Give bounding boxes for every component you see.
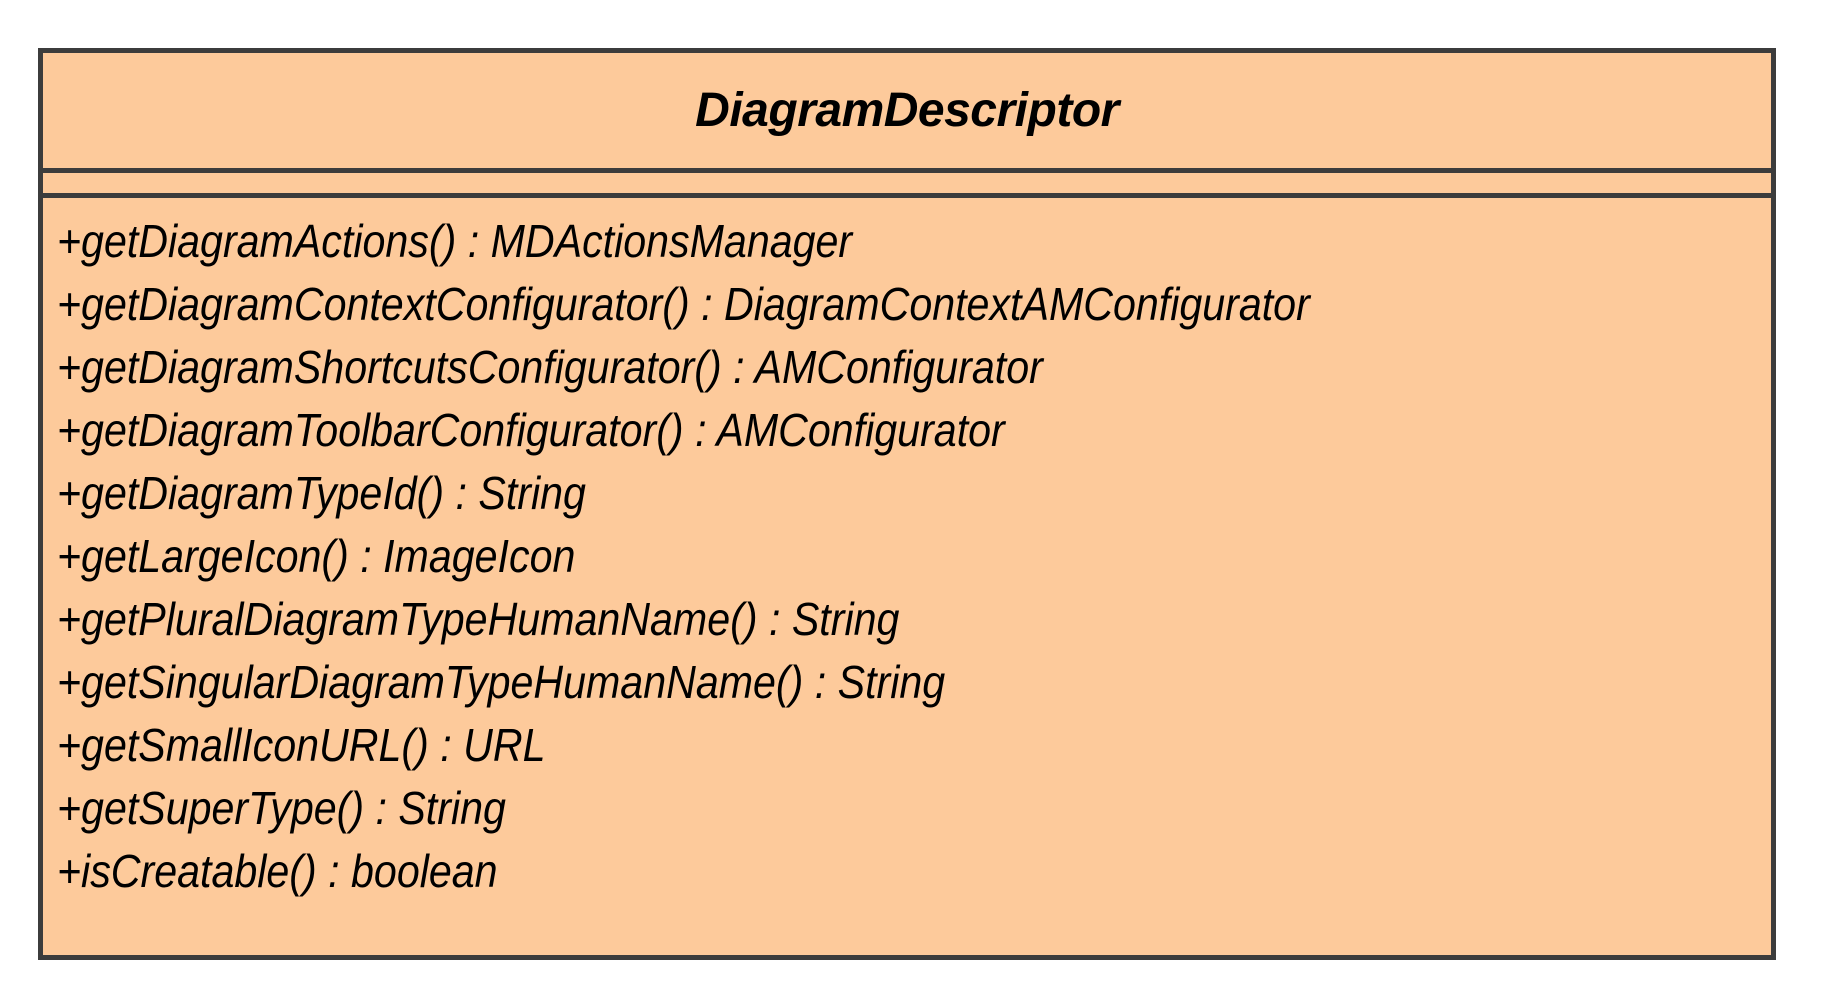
operation-row: +getDiagramToolbarConfigurator() : AMCon…: [57, 404, 1005, 456]
operation-row: +getLargeIcon() : ImageIcon: [57, 530, 576, 582]
class-name-compartment: DiagramDescriptor: [43, 53, 1771, 168]
operation-row: +isCreatable() : boolean: [57, 845, 498, 897]
operation-row: +getDiagramShortcutsConfigurator() : AMC…: [57, 341, 1043, 393]
attributes-compartment: [43, 168, 1771, 193]
operation-row: +getSingularDiagramTypeHumanName() : Str…: [57, 656, 946, 708]
operation-row: +getSuperType() : String: [57, 782, 506, 834]
class-name-label: DiagramDescriptor: [695, 83, 1119, 137]
operations-compartment: +getDiagramActions() : MDActionsManager …: [43, 193, 1771, 955]
operation-row: +getSmallIconURL() : URL: [57, 719, 546, 771]
operation-row: +getDiagramContextConfigurator() : Diagr…: [57, 278, 1310, 330]
uml-class-box[interactable]: DiagramDescriptor +getDiagramActions() :…: [38, 48, 1776, 960]
operation-row: +getDiagramTypeId() : String: [57, 467, 586, 519]
operation-row: +getDiagramActions() : MDActionsManager: [57, 215, 853, 267]
operation-row: +getPluralDiagramTypeHumanName() : Strin…: [57, 593, 900, 645]
